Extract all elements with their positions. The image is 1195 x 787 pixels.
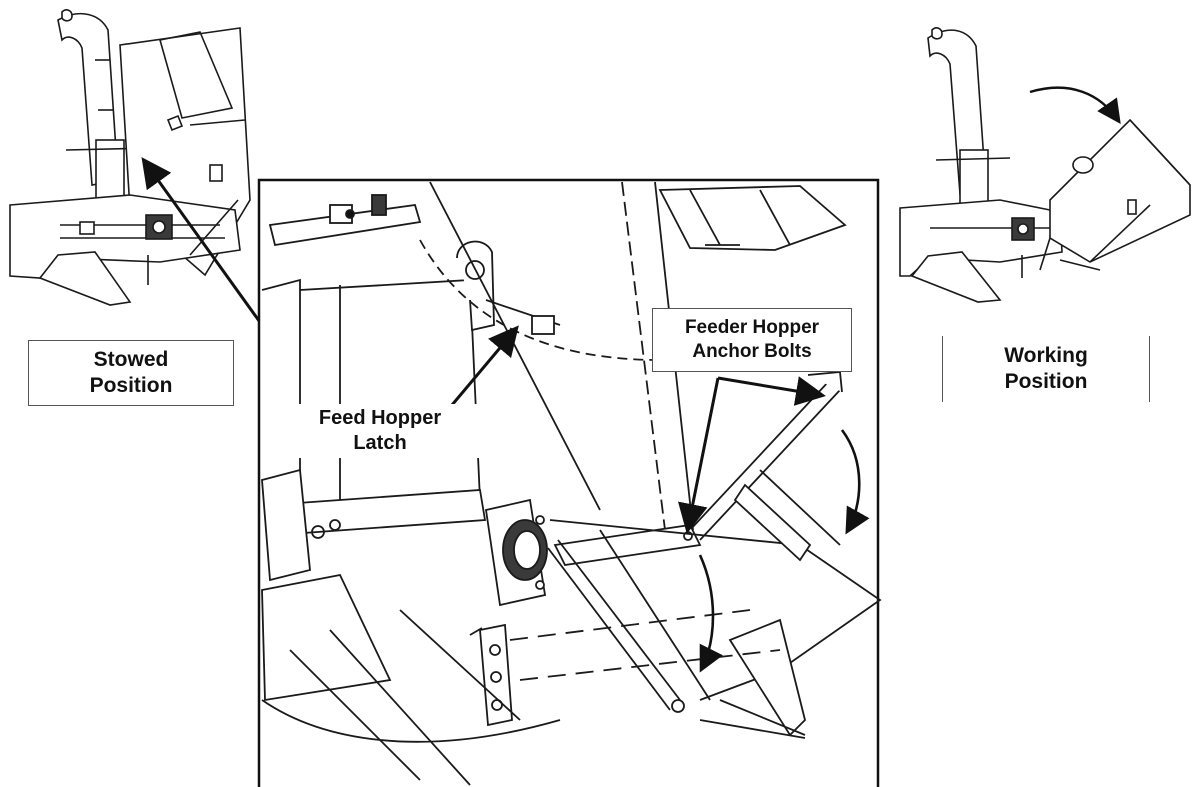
- bolt-pointer-arrow-right: [717, 376, 826, 406]
- bolt-pointer-arrow-left: [677, 377, 720, 534]
- stowed-pointer-arrow: [141, 157, 264, 326]
- rotation-arrow-upper: [840, 429, 870, 535]
- inset-pointer-arrows: [450, 325, 826, 534]
- rotation-arrow-lower: [698, 554, 723, 673]
- working-chipper-drawing: [899, 27, 1191, 303]
- latch-pointer-arrow: [450, 325, 519, 406]
- stowed-chipper-drawing: [9, 9, 251, 306]
- detail-inset-drawing: [261, 181, 882, 786]
- working-rotation-arrow: [1029, 86, 1121, 124]
